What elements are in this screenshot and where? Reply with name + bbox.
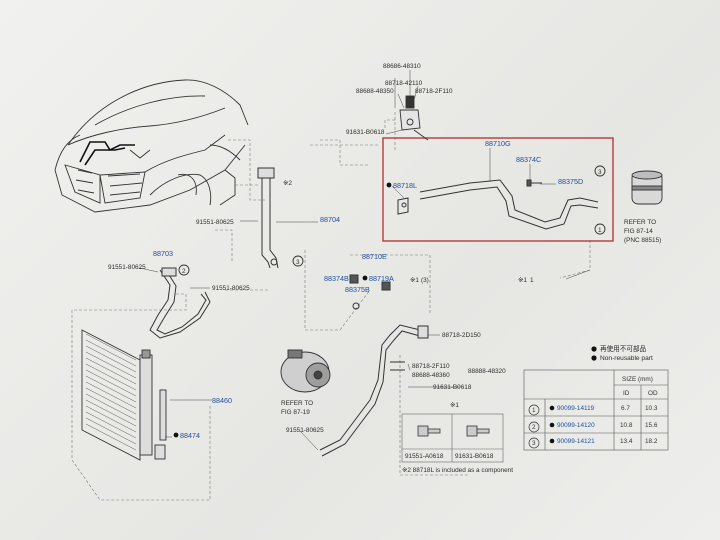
size-row-3-id: 13.4 [620, 438, 633, 445]
label-88718-2D150: 88718-2D150 [442, 332, 481, 339]
label-88710G: 88710G [485, 139, 511, 148]
label-91631-B0618-mid: 91631-B0618 [433, 384, 472, 391]
size-row-2-dot [549, 422, 555, 428]
condenser-88460 [81, 329, 167, 461]
label-91551-80625-d: 91551-80625 [286, 427, 324, 434]
size-row-2-part: 90099-14120 [557, 422, 595, 429]
size-row-2-circle [528, 421, 540, 433]
label-88375B: 88375B [345, 285, 370, 294]
size-table-title: SIZE (mm) [622, 376, 653, 383]
label-88460: 88460 [212, 396, 232, 405]
leader-lines [139, 70, 591, 451]
size-row-3-num: 3 [532, 440, 536, 447]
label-88704: 88704 [320, 215, 340, 224]
size-row-1-part: 90099-14119 [557, 405, 595, 412]
circle-num-1-top: 1 [598, 227, 602, 234]
size-row-1-od: 10.3 [645, 405, 658, 412]
size-row-3-part: 90099-14121 [557, 438, 595, 445]
seal-circle-3-88704 [292, 255, 304, 267]
legend-dot-1 [591, 346, 597, 352]
note2-mark: ※2 [283, 180, 292, 187]
vehicle-ac-lines [79, 141, 135, 166]
legend-dot-2 [591, 355, 597, 361]
size-table-header-id: ID [623, 390, 630, 397]
note1-box-title: ※1 [450, 402, 459, 409]
label-88474: 88474 [180, 431, 200, 440]
note1-box-part-a: 91551-A0618 [405, 453, 444, 460]
label-91551-80625-a: 91551-80625 [196, 219, 234, 226]
label-88374B: 88374B [324, 274, 349, 283]
refer-87-19-line2: FIG 87-19 [281, 409, 310, 416]
size-table [523, 369, 669, 451]
size-row-3-circle [528, 437, 540, 449]
hose-88703 [149, 267, 211, 339]
bolt-icon-a [417, 425, 441, 437]
size-row-1-circle [528, 404, 540, 416]
legend: 再使用不可部品 Non-reusable part [591, 344, 653, 362]
circle-num-3-88704: 3 [296, 259, 300, 266]
note1-box-part-b: 91631-B0618 [455, 453, 494, 460]
compressor-illustration [280, 349, 331, 393]
footnote-88718L: ※2 88718L is included as a component [402, 467, 513, 474]
size-row-2-od: 15.6 [645, 422, 658, 429]
label-88888-48320: 88888-48320 [468, 368, 506, 375]
label-88718-2F110-mid: 88718-2F110 [412, 363, 450, 370]
hose-88704 [257, 167, 279, 269]
pipe-88710E [319, 274, 429, 457]
vehicle-front-illustration [54, 79, 249, 213]
paren3-mid: (3) [421, 277, 429, 284]
size-row-2-num: 2 [532, 424, 536, 431]
label-91551-80625-b: 91551-80625 [108, 264, 146, 271]
refer-87-14-line3: (PNC 88515) [624, 237, 661, 244]
size-row-3-od: 18.2 [645, 438, 658, 445]
refer-87-19-line1: REFER TO [281, 400, 313, 407]
receiver-dryer-illustration [631, 170, 663, 205]
nonreusable-dot-88718L [386, 182, 392, 188]
refer-87-14-line1: REFER TO [624, 219, 656, 226]
legend-item-en: Non-reusable part [600, 355, 653, 362]
label-88718-42110: 88718-42110 [385, 80, 423, 87]
note1-bolt-box: ※1 91551-A0618 91631-B0618 [401, 402, 504, 463]
label-91551-80625-c: 91551-80625 [212, 285, 250, 292]
refer-87-14-line2: FIG 87-14 [624, 228, 653, 235]
circle-num-2-88703: 2 [182, 268, 186, 275]
note1-mark-right: ※1 [518, 277, 527, 284]
label-88374C: 88374C [516, 155, 541, 164]
size-row-3-dot [549, 438, 555, 444]
size-row-1-num: 1 [532, 407, 536, 414]
pipe-88710G [397, 179, 599, 230]
legend-item-jp: 再使用不可部品 [600, 344, 647, 353]
label-88718-2F110-top: 88718-2F110 [415, 88, 453, 95]
label-88718L: 88718L [393, 181, 417, 190]
circle-num-3-top: 3 [598, 169, 602, 176]
seal-circle-2-88703 [178, 264, 190, 276]
size-table-text: SIZE (mm) ID OD 1 90099-14119 6.7 10.3 2… [528, 376, 658, 449]
nonreusable-dot-88719A [362, 275, 368, 281]
size-row-1-dot [549, 405, 555, 411]
seal-circle-3-top [594, 165, 606, 177]
top-fitting-group [399, 95, 429, 141]
dashed-guide-lines [71, 112, 591, 501]
label-88686-48310: 88686-48310 [383, 63, 421, 70]
size-row-2-id: 10.8 [620, 422, 633, 429]
part-labels: 88686-48310 88718-42110 88688-48350 8871… [108, 63, 661, 440]
label-88719A: 88719A [369, 274, 394, 283]
circle-num-1-right: 1 [530, 277, 534, 284]
label-88688-48360: 88688-48360 [412, 372, 450, 379]
nonreusable-dot-88474 [173, 432, 179, 438]
label-88703: 88703 [153, 249, 173, 258]
bolt-icon-b [466, 425, 490, 437]
label-88375D: 88375D [558, 177, 583, 186]
label-88710E: 88710E [362, 252, 387, 261]
size-row-1-id: 6.7 [621, 405, 630, 412]
note1-mark-mid: ※1 [410, 277, 419, 284]
label-88688-48350: 88688-48350 [356, 88, 394, 95]
size-table-header-od: OD [648, 390, 658, 397]
highlight-box-88710G [382, 137, 614, 242]
label-91631-B0618-top: 91631-B0618 [346, 129, 385, 136]
seal-circle-1-top [594, 223, 606, 235]
